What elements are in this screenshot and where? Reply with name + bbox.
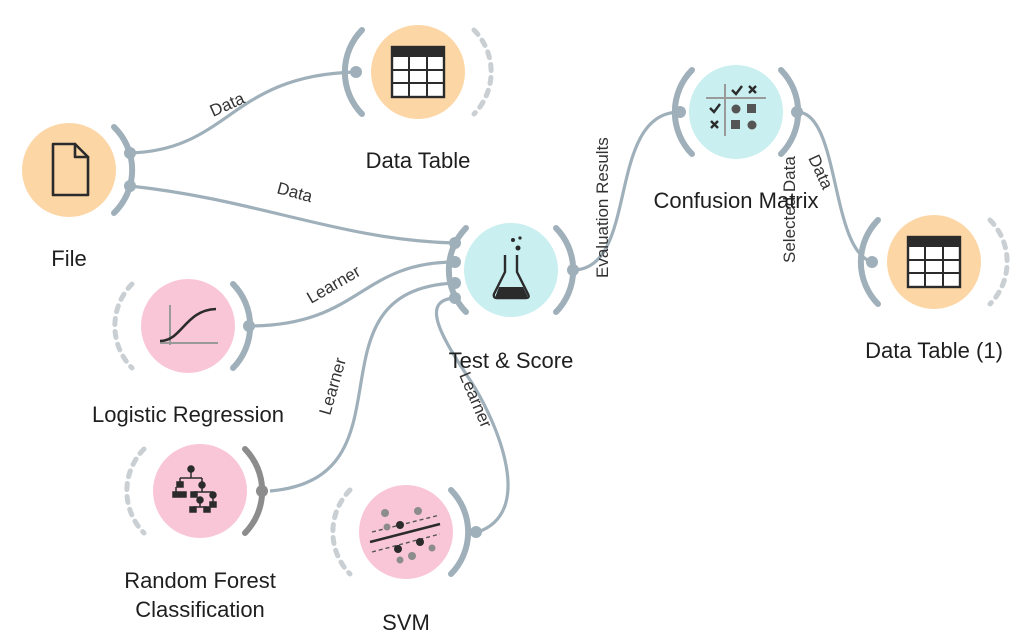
table-icon: [906, 235, 962, 289]
logreg-output-anchor[interactable]: [243, 320, 255, 332]
data-table-input-arc[interactable]: [341, 27, 365, 117]
test-score-label: Test & Score: [449, 348, 574, 373]
data-table-1-input-anchor[interactable]: [866, 256, 878, 268]
rf-label-line2: Classification: [135, 597, 265, 622]
link-cm-to-data-table-1[interactable]: [796, 110, 873, 264]
node-svm[interactable]: SVM: [330, 485, 482, 635]
link-svm-to-test-score[interactable]: [435, 296, 510, 534]
svm-output-arc[interactable]: [448, 487, 472, 577]
node-random-forest[interactable]: Random Forest Classification: [124, 444, 276, 622]
links: [129, 70, 873, 534]
flask-icon: [492, 236, 530, 300]
file-label: File: [51, 246, 86, 271]
link-test-score-to-cm[interactable]: [572, 110, 681, 272]
scatter-separator-icon: [369, 507, 441, 564]
test-score-input-anchor-data[interactable]: [449, 237, 461, 249]
link-file-to-test-score[interactable]: [129, 184, 456, 245]
tree-icon: [172, 465, 217, 513]
node-data-table[interactable]: Data Table: [341, 25, 494, 173]
link-file-to-data-table[interactable]: [129, 70, 357, 155]
link-label-rf: Learner: [316, 355, 351, 417]
sigmoid-curve-icon: [159, 305, 218, 345]
node-logistic-regression[interactable]: Logistic Regression: [92, 279, 284, 427]
logreg-node-circle[interactable]: [141, 279, 235, 373]
rf-output-anchor[interactable]: [256, 485, 268, 497]
link-logreg-to-test-score[interactable]: [248, 260, 456, 328]
table-icon: [390, 45, 446, 99]
link-label-file-test-score: Data: [275, 179, 315, 207]
test-score-input-anchor-learner-1[interactable]: [449, 256, 461, 268]
test-score-input-anchor-learner-2[interactable]: [449, 277, 461, 289]
svm-label: SVM: [382, 610, 430, 635]
test-score-input-anchor-learner-3[interactable]: [449, 292, 461, 304]
cm-input-anchor[interactable]: [674, 106, 686, 118]
link-label-svm: Learner: [455, 369, 496, 431]
logreg-label: Logistic Regression: [92, 402, 284, 427]
file-output-arc[interactable]: [111, 124, 136, 216]
link-label-evaluation-results: Evaluation Results: [593, 137, 612, 278]
rf-label-line1: Random Forest: [124, 568, 276, 593]
matrix-icon: [706, 84, 766, 136]
file-output-anchor-2[interactable]: [124, 180, 136, 192]
rf-input-arc: [124, 446, 147, 536]
node-confusion-matrix[interactable]: Confusion Matrix: [653, 65, 819, 213]
data-table-1-input-arc[interactable]: [857, 217, 881, 307]
file-output-anchor-1[interactable]: [124, 147, 136, 159]
link-labels: Data Data Learner Learner Learner Evalua…: [207, 88, 837, 430]
node-test-score[interactable]: Test & Score: [445, 223, 579, 373]
data-table-input-anchor[interactable]: [350, 66, 362, 78]
test-score-output-anchor[interactable]: [567, 264, 579, 276]
link-label-data-in: Data: [804, 152, 837, 193]
test-score-input-arc[interactable]: [445, 225, 469, 315]
link-label-logreg: Learner: [304, 262, 365, 308]
test-score-node-circle[interactable]: [464, 223, 558, 317]
svm-output-anchor[interactable]: [470, 526, 482, 538]
link-label-selected-data: Selected Data: [780, 156, 799, 263]
logreg-input-arc: [112, 281, 135, 371]
data-table-1-label: Data Table (1): [865, 338, 1003, 363]
svm-input-arc: [330, 487, 353, 577]
file-node-circle[interactable]: [22, 123, 116, 217]
rf-node-circle[interactable]: [153, 444, 247, 538]
data-table-output-arc: [471, 27, 494, 117]
node-file[interactable]: File: [22, 123, 136, 271]
document-icon: [51, 142, 90, 197]
node-data-table-1[interactable]: Data Table (1): [857, 215, 1010, 363]
cm-output-anchor[interactable]: [791, 106, 803, 118]
cm-label: Confusion Matrix: [653, 188, 818, 213]
link-rf-to-test-score[interactable]: [269, 281, 456, 493]
data-table-label: Data Table: [366, 148, 471, 173]
data-table-1-output-arc: [987, 217, 1010, 307]
